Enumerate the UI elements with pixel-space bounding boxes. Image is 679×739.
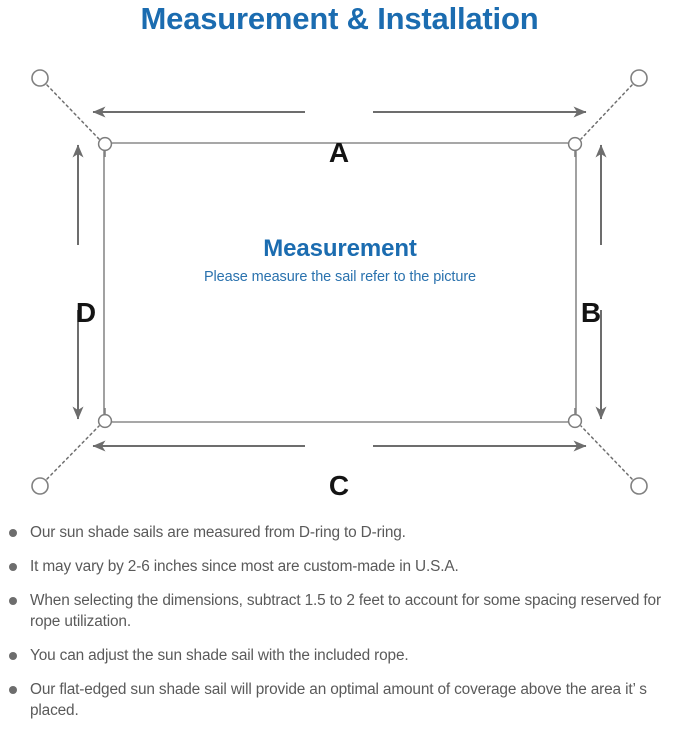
bullet-icon xyxy=(9,563,17,571)
anchor-top-right xyxy=(630,69,648,87)
note-item: It may vary by 2-6 inches since most are… xyxy=(0,556,679,577)
bullet-icon xyxy=(9,652,17,660)
dimension-label-d: D xyxy=(75,297,97,328)
rope-top-right xyxy=(580,84,633,140)
note-text: Our sun shade sails are measured from D-… xyxy=(30,524,406,541)
d-ring-top-right xyxy=(567,136,583,157)
note-text: Our flat-edged sun shade sail will provi… xyxy=(30,681,647,719)
sail-body xyxy=(103,142,577,423)
note-item: When selecting the dimensions, subtract … xyxy=(0,590,679,632)
bullet-icon xyxy=(9,686,17,694)
sail-measurement-diagram: Measurement Please measure the sail refe… xyxy=(0,44,679,509)
note-item: You can adjust the sun shade sail with t… xyxy=(0,645,679,666)
dimension-label-c: C xyxy=(328,470,350,501)
diagram-svg xyxy=(31,69,648,495)
rope-bottom-left xyxy=(46,425,100,480)
rope-bottom-right xyxy=(580,425,633,480)
dimension-label-b: B xyxy=(580,297,602,328)
d-ring-top-left xyxy=(97,136,113,157)
anchor-bottom-left xyxy=(31,477,49,495)
dimension-label-a: A xyxy=(328,137,350,168)
notes-list: Our sun shade sails are measured from D-… xyxy=(0,522,679,734)
rope-top-left xyxy=(46,84,100,140)
note-text: When selecting the dimensions, subtract … xyxy=(30,592,661,630)
d-ring-bottom-left xyxy=(97,408,113,429)
note-item: Our flat-edged sun shade sail will provi… xyxy=(0,679,679,721)
note-text: It may vary by 2-6 inches since most are… xyxy=(30,558,459,575)
bullet-icon xyxy=(9,529,17,537)
note-item: Our sun shade sails are measured from D-… xyxy=(0,522,679,543)
note-text: You can adjust the sun shade sail with t… xyxy=(30,647,409,664)
anchor-top-left xyxy=(31,69,49,87)
d-ring-bottom-right xyxy=(567,408,583,429)
bullet-icon xyxy=(9,597,17,605)
anchor-bottom-right xyxy=(630,477,648,495)
page-title: Measurement & Installation xyxy=(140,1,539,36)
